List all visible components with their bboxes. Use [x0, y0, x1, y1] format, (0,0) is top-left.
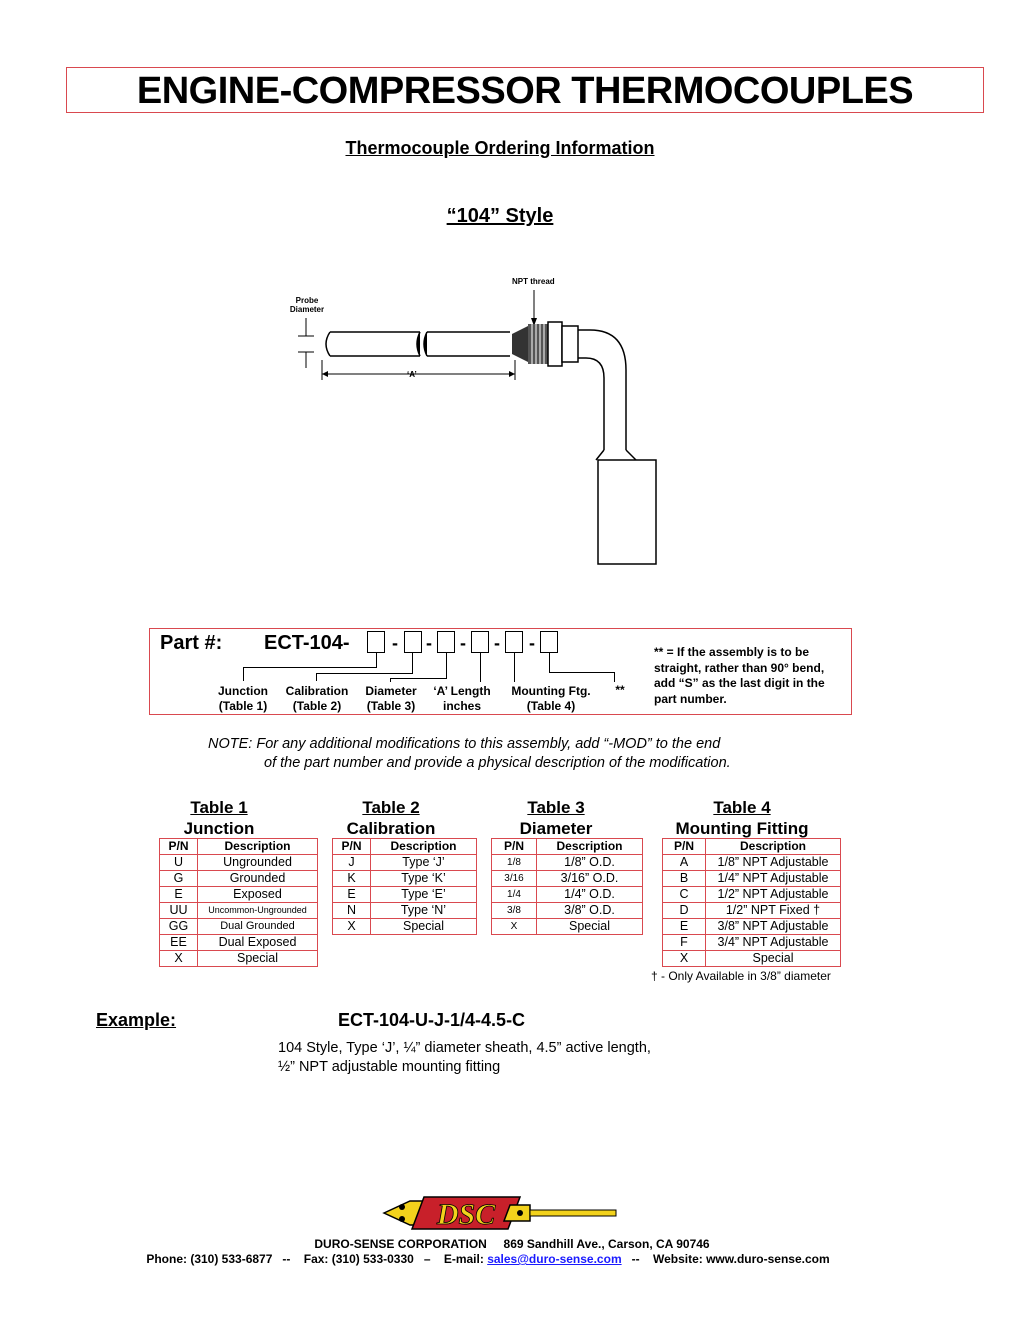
part-number-label: Part #: — [160, 632, 223, 654]
field-length-line2: inches — [442, 699, 481, 713]
email-label: E-mail: — [443, 1252, 484, 1266]
field-junction-line2: (Table 1) — [218, 699, 268, 713]
part-slot-length — [471, 631, 489, 653]
column-header: Description — [705, 838, 841, 855]
note-line1: NOTE: For any additional modifications t… — [208, 736, 721, 752]
field-length-line1: ‘A’ Length — [433, 684, 491, 698]
column-header: P/N — [159, 838, 198, 855]
npt-thread-label: NPT thread — [512, 277, 555, 286]
table4-subtitle: Mounting Fitting — [675, 819, 809, 838]
table1-title: Table 1 — [190, 798, 248, 817]
field-mounting-line2: (Table 4) — [526, 699, 576, 713]
example-line1: 104 Style, Type ‘J’, ¼” diameter sheath,… — [278, 1040, 651, 1056]
field-junction-line1: Junction — [218, 684, 268, 698]
part-number-prefix: ECT-104- — [264, 632, 350, 654]
part-slot-calibration — [404, 631, 422, 653]
field-diameter-line2: (Table 3) — [366, 699, 416, 713]
phone-text: Phone: (310) 533-6877 — [146, 1252, 273, 1266]
field-mounting-line1: Mounting Ftg. — [511, 684, 591, 698]
email-link[interactable]: sales@duro-sense.com — [487, 1252, 622, 1266]
style-title: “104” Style — [446, 205, 554, 227]
table3-title: Table 3 — [527, 798, 585, 817]
company-name: DURO-SENSE CORPORATION — [314, 1237, 487, 1251]
note-line2: of the part number and provide a physica… — [264, 755, 731, 771]
part-dash: - — [494, 633, 500, 653]
part-dash: - — [426, 633, 432, 653]
probe-label-line1: Probe — [295, 296, 319, 305]
field-diameter-line1: Diameter — [365, 684, 417, 698]
example-label: Example: — [96, 1010, 177, 1030]
column-header: Description — [197, 838, 318, 855]
example-part-number: ECT-104-U-J-1/4-4.5-C — [338, 1010, 526, 1030]
company-line: DURO-SENSE CORPORATION 869 Sandhill Ave.… — [0, 1237, 1024, 1251]
contact-line: Phone: (310) 533-6877 -- Fax: (310) 533-… — [146, 1252, 830, 1266]
field-calibration-line1: Calibration — [285, 684, 349, 698]
dsc-logo: DSC — [382, 1196, 617, 1231]
dagger-footnote: † - Only Available in 3/8” diameter — [651, 969, 831, 983]
part-slot-diameter — [437, 631, 455, 653]
part-dash: - — [392, 633, 398, 653]
part-number-box — [149, 628, 852, 715]
column-header: Description — [536, 838, 643, 855]
table2-title: Table 2 — [362, 798, 420, 817]
website-text: Website: www.duro-sense.com — [652, 1252, 830, 1266]
column-header: P/N — [332, 838, 371, 855]
stars-marker: ** — [615, 683, 625, 697]
column-header: P/N — [491, 838, 537, 855]
table4-title: Table 4 — [713, 798, 771, 817]
example-line2: ½” NPT adjustable mounting fitting — [278, 1059, 501, 1075]
modification-note: NOTE: For any additional modifications t… — [208, 735, 828, 773]
field-calibration-line2: (Table 2) — [292, 699, 342, 713]
table2-subtitle: Calibration — [346, 819, 436, 838]
thermocouple-diagram — [298, 290, 657, 565]
part-dash: - — [460, 633, 466, 653]
section-subtitle: Thermocouple Ordering Information — [345, 138, 655, 158]
part-slot-mounting — [505, 631, 523, 653]
company-address: 869 Sandhill Ave., Carson, CA 90746 — [503, 1237, 710, 1251]
column-header: P/N — [662, 838, 706, 855]
part-slot-junction — [367, 631, 385, 653]
table3-subtitle: Diameter — [519, 819, 593, 838]
part-dash: - — [529, 633, 535, 653]
a-dimension-label: ‘A’ — [407, 370, 417, 379]
fax-text: Fax: (310) 533-0330 — [303, 1252, 414, 1266]
straight-footnote: ** = If the assembly is to be straight, … — [654, 645, 825, 706]
logo-text: DSC — [436, 1198, 496, 1231]
example-description: 104 Style, Type ‘J’, ¼” diameter sheath,… — [278, 1039, 651, 1077]
column-header: Description — [370, 838, 477, 855]
table1-subtitle: Junction — [183, 819, 255, 838]
part-slot-straight — [540, 631, 558, 653]
probe-label-line2: Diameter — [289, 305, 325, 314]
page-title: ENGINE-COMPRESSOR THERMOCOUPLES — [66, 67, 984, 113]
